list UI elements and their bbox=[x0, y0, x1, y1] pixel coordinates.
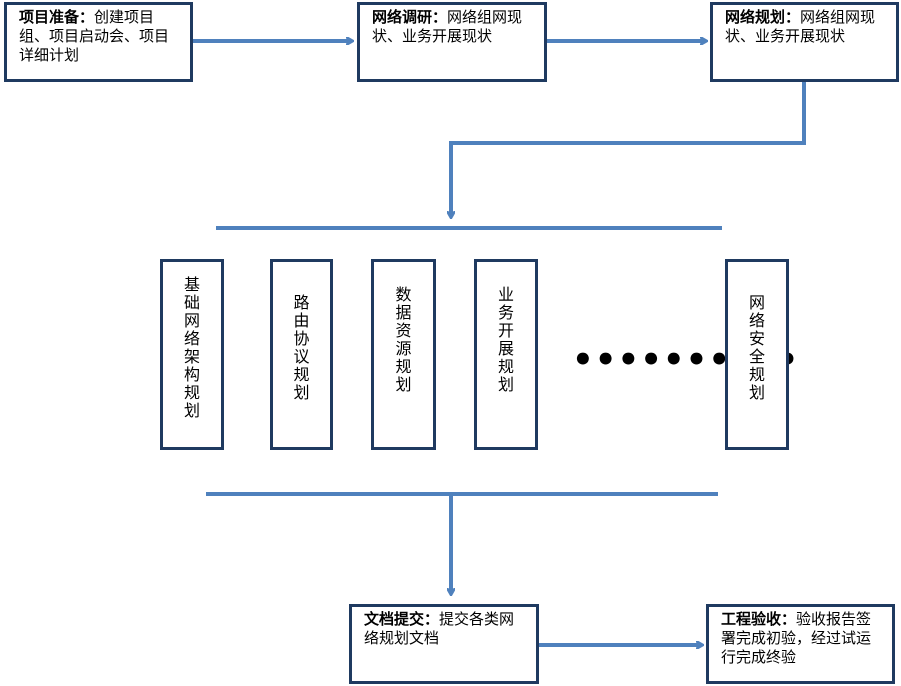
stage-text: 网络组网现状、业务开展现状 bbox=[725, 8, 876, 45]
stage-network-planning: 网络规划：网络组网现状、业务开展现状 bbox=[710, 2, 899, 82]
stage-text: 验收报告签署完成初验，经过试运行完成终验 bbox=[721, 610, 872, 666]
stage-project-preparation: 项目准备：创建项目组、项目启动会、项目详细计划 bbox=[4, 2, 193, 82]
arrow-planning-to-plans bbox=[451, 82, 806, 217]
plan-label: 数据资源规划 bbox=[395, 285, 412, 394]
plan-label: 业务开展规划 bbox=[497, 285, 514, 394]
plan-label: 网络安全规划 bbox=[748, 293, 765, 402]
stage-title: 项目准备： bbox=[19, 8, 95, 26]
stage-text: 创建项目组、项目启动会、项目详细计划 bbox=[19, 8, 170, 64]
stage-document-submission: 文档提交：提交各类网络规划文档 bbox=[349, 604, 539, 684]
plan-label: 路由协议规划 bbox=[293, 293, 310, 402]
stage-title: 网络调研： bbox=[372, 8, 448, 26]
stage-title: 工程验收： bbox=[721, 610, 797, 628]
stage-text: 网络组网现状、业务开展现状 bbox=[372, 8, 523, 45]
stage-title: 网络规划： bbox=[725, 8, 801, 26]
stage-project-acceptance: 工程验收：验收报告签署完成初验，经过试运行完成终验 bbox=[706, 604, 895, 684]
plan-box-business: 业务开展规划 bbox=[474, 259, 538, 450]
plan-label: 基础网络架构规划 bbox=[183, 275, 200, 420]
plan-box-routing-protocol: 路由协议规划 bbox=[270, 259, 333, 450]
plan-box-network-security: 网络安全规划 bbox=[725, 259, 789, 450]
plan-box-data-resource: 数据资源规划 bbox=[371, 259, 436, 450]
plan-box-basic-architecture: 基础网络架构规划 bbox=[160, 259, 224, 450]
stage-title: 文档提交： bbox=[364, 610, 440, 628]
stage-text: 提交各类网络规划文档 bbox=[364, 610, 515, 647]
stage-network-survey: 网络调研：网络组网现状、业务开展现状 bbox=[357, 2, 547, 82]
